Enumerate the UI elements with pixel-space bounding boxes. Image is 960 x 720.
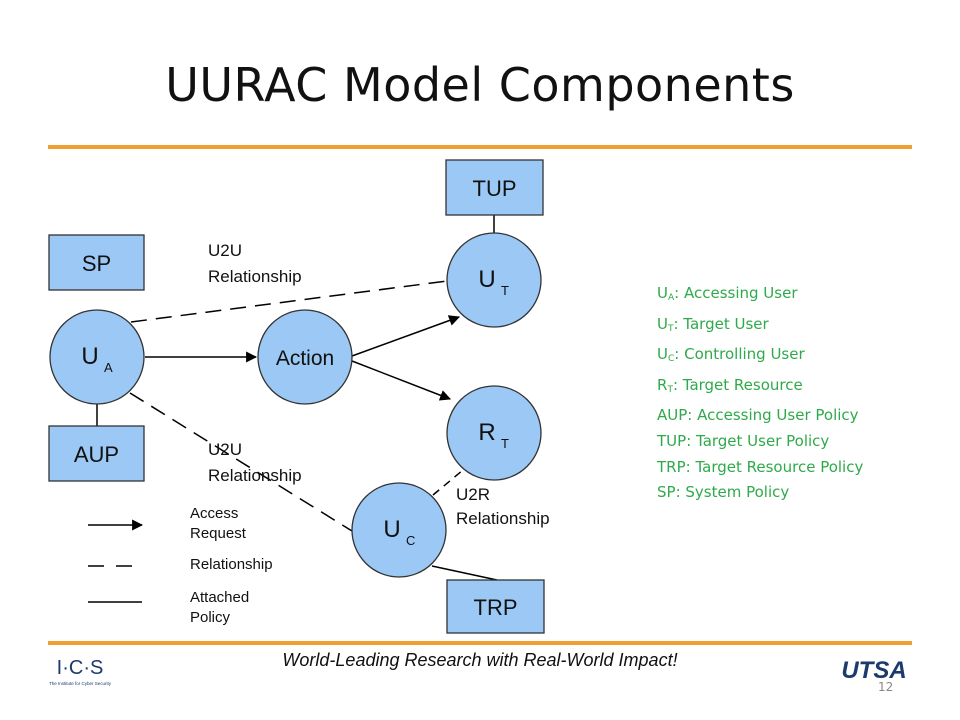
- ua-node: U A: [49, 309, 145, 405]
- key-attached-label-1: Attached: [190, 589, 249, 606]
- tup-label: TUP: [473, 176, 517, 201]
- u2u-bottom-label-2: Relationship: [208, 466, 302, 485]
- u2r-label-2: Relationship: [456, 509, 550, 528]
- uc-node-sub: C: [406, 533, 415, 548]
- u2u-bottom-label-1: U2U: [208, 440, 242, 459]
- u2r-label-1: U2R: [456, 485, 490, 504]
- key-relationship-label: Relationship: [190, 556, 273, 573]
- edge-ua-uc-relationship: [129, 392, 353, 532]
- ics-logo-text: I·C·S: [57, 657, 104, 679]
- key-access-label-2: Request: [190, 525, 247, 542]
- ua-node-sub: A: [104, 360, 113, 375]
- action-node: Action: [257, 309, 353, 405]
- ut-node: U T: [446, 232, 542, 328]
- ut-node-sub: T: [501, 283, 509, 298]
- sp-box: SP: [48, 234, 145, 291]
- aup-label: AUP: [74, 442, 119, 467]
- top-divider: [48, 145, 912, 149]
- tup-box: TUP: [445, 159, 544, 216]
- definition-item: UC: Controlling User: [657, 345, 805, 365]
- definition-item: UA: Accessing User: [657, 284, 798, 303]
- uc-node: U C: [351, 482, 447, 578]
- uc-node-label: U: [383, 516, 400, 543]
- definitions-list: UA: Accessing User UT: Target User UC: C…: [657, 281, 863, 506]
- footer-tagline: World-Leading Research with Real-World I…: [282, 650, 678, 670]
- utsa-logo-text: UTSA: [841, 657, 906, 682]
- edge-action-ut-access: [351, 315, 461, 357]
- ics-logo-tagline: The Institute for Cyber Security: [49, 681, 112, 686]
- trp-label: TRP: [474, 595, 518, 620]
- page-number: 12: [878, 680, 894, 694]
- rt-node: R T: [446, 385, 542, 481]
- trp-box: TRP: [446, 579, 545, 634]
- definition-item: AUP: Accessing User Policy: [657, 406, 859, 425]
- key-attached-label-2: Policy: [190, 609, 231, 626]
- ua-node-label: U: [81, 343, 98, 370]
- action-node-label: Action: [276, 347, 334, 370]
- slide-title: UURAC Model Components: [165, 58, 795, 112]
- key-access-label-1: Access: [190, 505, 238, 522]
- edge-action-rt-access: [351, 360, 452, 401]
- ics-logo: I·C·S The Institute for Cyber Security: [49, 657, 112, 686]
- rt-node-label: R: [478, 419, 495, 446]
- u2u-top-label-1: U2U: [208, 241, 242, 260]
- edge-uc-trp: [431, 565, 498, 581]
- bottom-divider: [48, 641, 912, 645]
- utsa-logo: UTSA: [841, 657, 906, 682]
- definition-item: UT: Target User: [657, 314, 769, 334]
- aup-box: AUP: [48, 425, 145, 482]
- definition-item: RT: Target Resource: [657, 375, 803, 395]
- ut-node-label: U: [478, 266, 495, 293]
- edge-uc-rt-relationship: [432, 469, 464, 496]
- edge-ua-ut-relationship: [130, 280, 448, 323]
- u2u-top-label-2: Relationship: [208, 267, 302, 286]
- definition-item: TRP: Target Resource Policy: [657, 457, 864, 476]
- sp-label: SP: [82, 251, 111, 276]
- rt-node-sub: T: [501, 436, 509, 451]
- definition-item: SP: System Policy: [657, 483, 790, 502]
- diagram-key: Access Request Relationship Attached Pol…: [88, 505, 273, 626]
- definition-item: TUP: Target User Policy: [657, 431, 830, 450]
